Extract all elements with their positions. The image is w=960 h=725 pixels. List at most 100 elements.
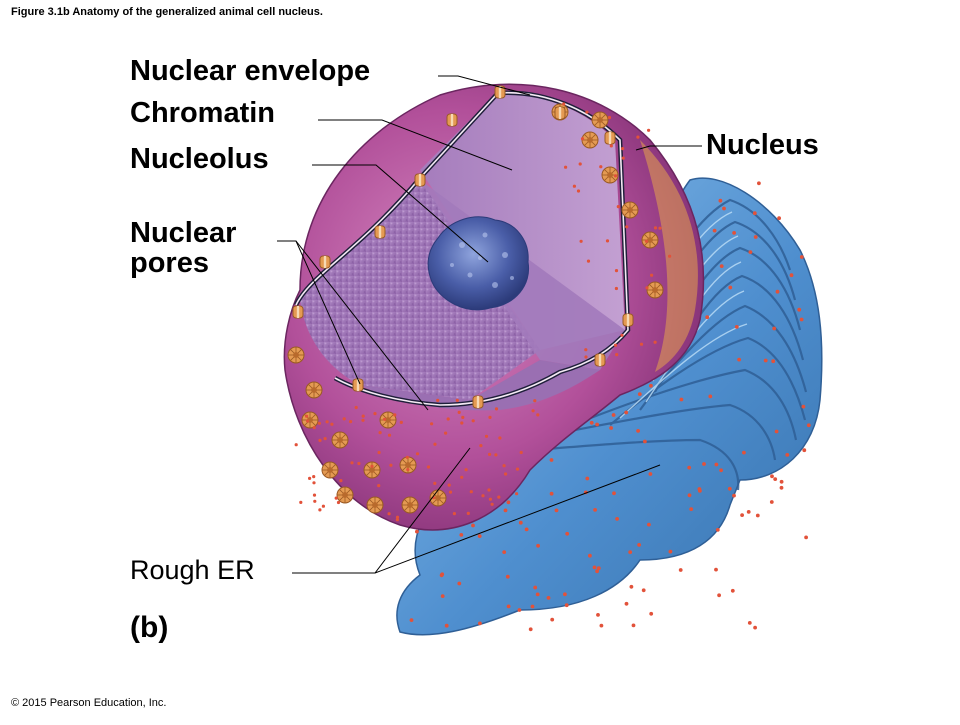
ribosome xyxy=(737,357,741,362)
ribosome xyxy=(616,205,620,209)
ribosome xyxy=(647,522,651,527)
ribosome xyxy=(530,604,535,609)
ribosome xyxy=(313,499,317,503)
ribosome xyxy=(562,102,566,106)
ribosome xyxy=(625,225,629,229)
ribosome xyxy=(730,588,735,593)
ribosome xyxy=(339,479,343,483)
ribosome xyxy=(535,592,540,597)
ribosome xyxy=(389,463,393,467)
ribosome xyxy=(641,588,646,593)
ribosome xyxy=(658,226,662,230)
ribosome xyxy=(479,444,483,448)
ribosome xyxy=(605,239,610,243)
ribosome xyxy=(580,137,585,141)
ribosome xyxy=(484,434,489,438)
ribosome xyxy=(727,486,732,491)
ribosome xyxy=(719,264,724,268)
leader-lines xyxy=(277,75,702,574)
ribosome xyxy=(678,568,683,572)
ribosome xyxy=(595,422,599,427)
ribosome xyxy=(596,613,600,617)
ribosome xyxy=(349,420,353,424)
ribosome xyxy=(370,464,374,468)
ribosome xyxy=(504,472,508,476)
ribosome xyxy=(779,485,784,490)
panel-label: (b) xyxy=(130,611,169,644)
ribosome xyxy=(596,566,601,571)
ribosome xyxy=(457,410,461,414)
ribosome xyxy=(639,342,644,346)
copyright-notice: © 2015 Pearson Education, Inc. xyxy=(11,697,167,709)
ribosome xyxy=(518,520,523,525)
ribosome xyxy=(330,422,334,426)
ribosome xyxy=(350,461,354,465)
ribosome xyxy=(430,422,434,426)
ribosome xyxy=(732,231,736,235)
edge-nuclear-pore xyxy=(594,353,606,367)
label-nuclear-pores-line2: pores xyxy=(130,247,209,280)
label-nuclear-envelope: Nuclear envelope xyxy=(130,55,371,87)
ribosome xyxy=(383,417,387,421)
ribosome xyxy=(536,543,540,548)
ribosome xyxy=(584,355,588,359)
ribosome xyxy=(536,413,540,417)
ribosome xyxy=(503,508,508,513)
ribosome xyxy=(717,593,721,598)
ribosome xyxy=(318,508,322,512)
ribosome xyxy=(528,627,533,632)
label-nuclear-pores-line1: Nuclear xyxy=(130,217,237,249)
ribosome xyxy=(653,226,658,230)
ribosome xyxy=(294,443,298,447)
ribosome xyxy=(728,285,733,290)
ribosome xyxy=(448,490,453,494)
ribosome xyxy=(732,493,736,498)
ribosome xyxy=(395,518,399,522)
nuclear-pore xyxy=(621,201,639,219)
ribosome xyxy=(802,448,807,453)
ribosome xyxy=(629,584,634,589)
ribosome xyxy=(387,512,391,516)
leader-nuclear-envelope xyxy=(438,75,531,96)
ribosome xyxy=(321,504,325,508)
ribosome xyxy=(361,414,365,418)
label-nucleus: Nucleus xyxy=(706,129,819,161)
ribosome xyxy=(317,421,321,425)
leader-nuclear-pores-b xyxy=(295,240,429,411)
ribosome xyxy=(748,250,753,255)
ribosome xyxy=(773,477,778,481)
ribosome xyxy=(647,128,651,132)
nuclear-pore xyxy=(336,486,354,504)
ribosome xyxy=(770,474,774,479)
ribosome xyxy=(620,333,624,337)
ribosome xyxy=(377,484,381,488)
ribosome xyxy=(806,423,811,428)
ribosome xyxy=(712,228,717,233)
ribosome xyxy=(409,618,414,622)
ribosome xyxy=(799,317,804,322)
ribosome xyxy=(415,529,419,534)
nuclear-pore xyxy=(379,411,397,429)
chromatin-floor xyxy=(360,360,600,411)
ribosome xyxy=(615,353,619,357)
ribosome xyxy=(460,475,464,479)
ribosome xyxy=(299,500,303,504)
ribosome xyxy=(531,409,535,413)
ribosome xyxy=(505,574,510,579)
edge-nuclear-pore xyxy=(554,106,566,120)
ribosome xyxy=(517,608,522,612)
ribosome xyxy=(599,623,604,628)
ribosome xyxy=(631,623,636,628)
nuclear-pore xyxy=(581,131,599,149)
ribosome xyxy=(624,601,629,606)
edge-nuclear-pore xyxy=(414,173,426,187)
ribosome xyxy=(399,420,403,424)
ribosome xyxy=(719,468,723,473)
ribosome xyxy=(444,623,449,628)
edge-nuclear-pore xyxy=(319,255,331,269)
edge-nuclear-pore xyxy=(472,395,484,409)
ribosome xyxy=(524,527,529,532)
ribosome xyxy=(436,398,440,402)
ribosome xyxy=(471,419,475,423)
ribosome xyxy=(714,462,719,467)
